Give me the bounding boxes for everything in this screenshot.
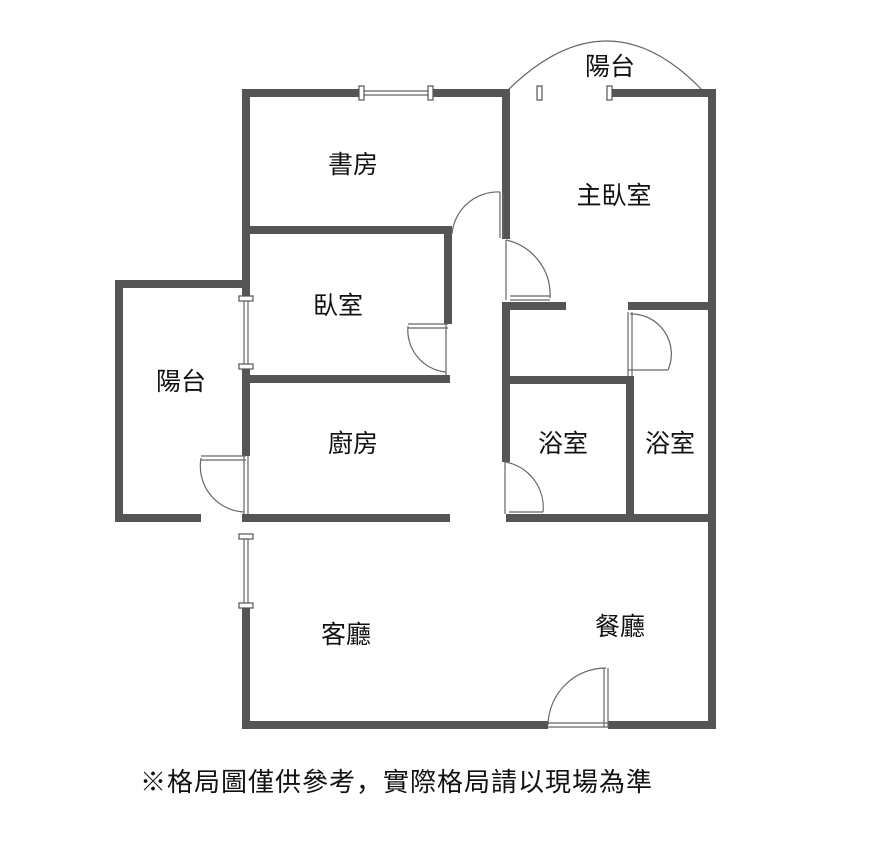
disclaimer-note: ※格局圖僅供參考，實際格局請以現場為準: [140, 768, 654, 798]
room-label-bathroom-2: 浴室: [645, 429, 695, 458]
walls: [115, 89, 716, 729]
doors: [199, 191, 672, 728]
balcony-top-arc: [505, 40, 705, 93]
room-label-balcony-top: 陽台: [585, 52, 635, 81]
room-label-master-bedroom: 主臥室: [576, 181, 651, 210]
room-label-bathroom-1: 浴室: [538, 429, 588, 458]
room-label-kitchen: 廚房: [328, 429, 378, 458]
floor-plan: 書房 主臥室 臥室 陽台 陽台 廚房 浴室 浴室 客廳 餐廳: [115, 40, 716, 729]
room-label-balcony-left: 陽台: [156, 367, 206, 396]
room-label-study: 書房: [328, 150, 378, 179]
room-label-living-room: 客廳: [321, 620, 371, 649]
room-label-dining-room: 餐廳: [595, 612, 645, 641]
room-label-bedroom: 臥室: [313, 291, 363, 320]
windows: [238, 85, 613, 609]
